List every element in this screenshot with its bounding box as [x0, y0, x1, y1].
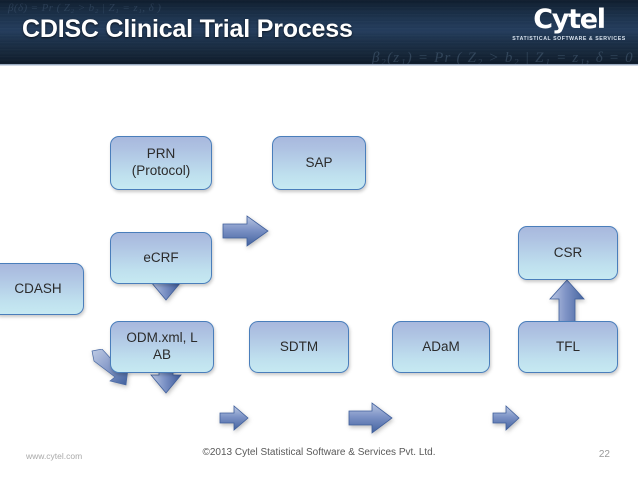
slide-header-bar: β(δ) = Pr ( Z₂ > b₂ | Z₁ = z₁, δ ) β₂(z₁… [0, 0, 638, 66]
node-cdash-label: CDASH [14, 280, 62, 296]
footer-page-number: 22 [598, 449, 610, 460]
node-sap-label: SAP [305, 154, 333, 170]
node-sap[interactable]: SAP [272, 136, 366, 190]
slide-footer: www.cytel.com ©2013 Cytel Statistical So… [0, 440, 638, 479]
node-adam-label: ADaM [422, 338, 460, 354]
node-csr[interactable]: CSR [518, 226, 618, 280]
arrow-odm-to-sdtm [219, 405, 249, 431]
footer-copyright: ©2013 Cytel Statistical Software & Servi… [202, 447, 436, 458]
arrow-adam-to-tfl [492, 405, 520, 431]
node-tfl-label: TFL [555, 338, 580, 354]
node-prn[interactable]: PRN(Protocol) [110, 136, 212, 190]
node-sdtm[interactable]: SDTM [249, 321, 349, 373]
node-ecrf-label: eCRF [143, 249, 179, 265]
process-diagram: PRN(Protocol) SAP eCRF CSR CDASH ODM.xml… [0, 66, 638, 440]
node-csr-label: CSR [553, 244, 583, 260]
logo-tagline: STATISTICAL SOFTWARE & SERVICES [512, 36, 626, 42]
node-ecrf[interactable]: eCRF [110, 232, 212, 284]
node-cdash[interactable]: CDASH [0, 263, 84, 315]
footer-website-url[interactable]: www.cytel.com [26, 451, 83, 461]
node-tfl[interactable]: TFL [518, 321, 618, 373]
header-divider [0, 64, 638, 66]
node-prn-label: PRN(Protocol) [131, 146, 191, 178]
page-title: CDISC Clinical Trial Process [22, 15, 353, 43]
logo-wordmark: Cytel [533, 4, 606, 35]
arrow-sdtm-to-adam [348, 402, 393, 434]
header-formula-watermark-top: β(δ) = Pr ( Z₂ > b₂ | Z₁ = z₁, δ ) [8, 2, 162, 14]
node-sdtm-label: SDTM [279, 338, 319, 354]
node-adam[interactable]: ADaM [392, 321, 490, 373]
arrow-prn-to-sap [222, 215, 269, 247]
cytel-logo: Cytel STATISTICAL SOFTWARE & SERVICES [510, 6, 628, 42]
arrow-tfl-to-csr [549, 279, 585, 324]
